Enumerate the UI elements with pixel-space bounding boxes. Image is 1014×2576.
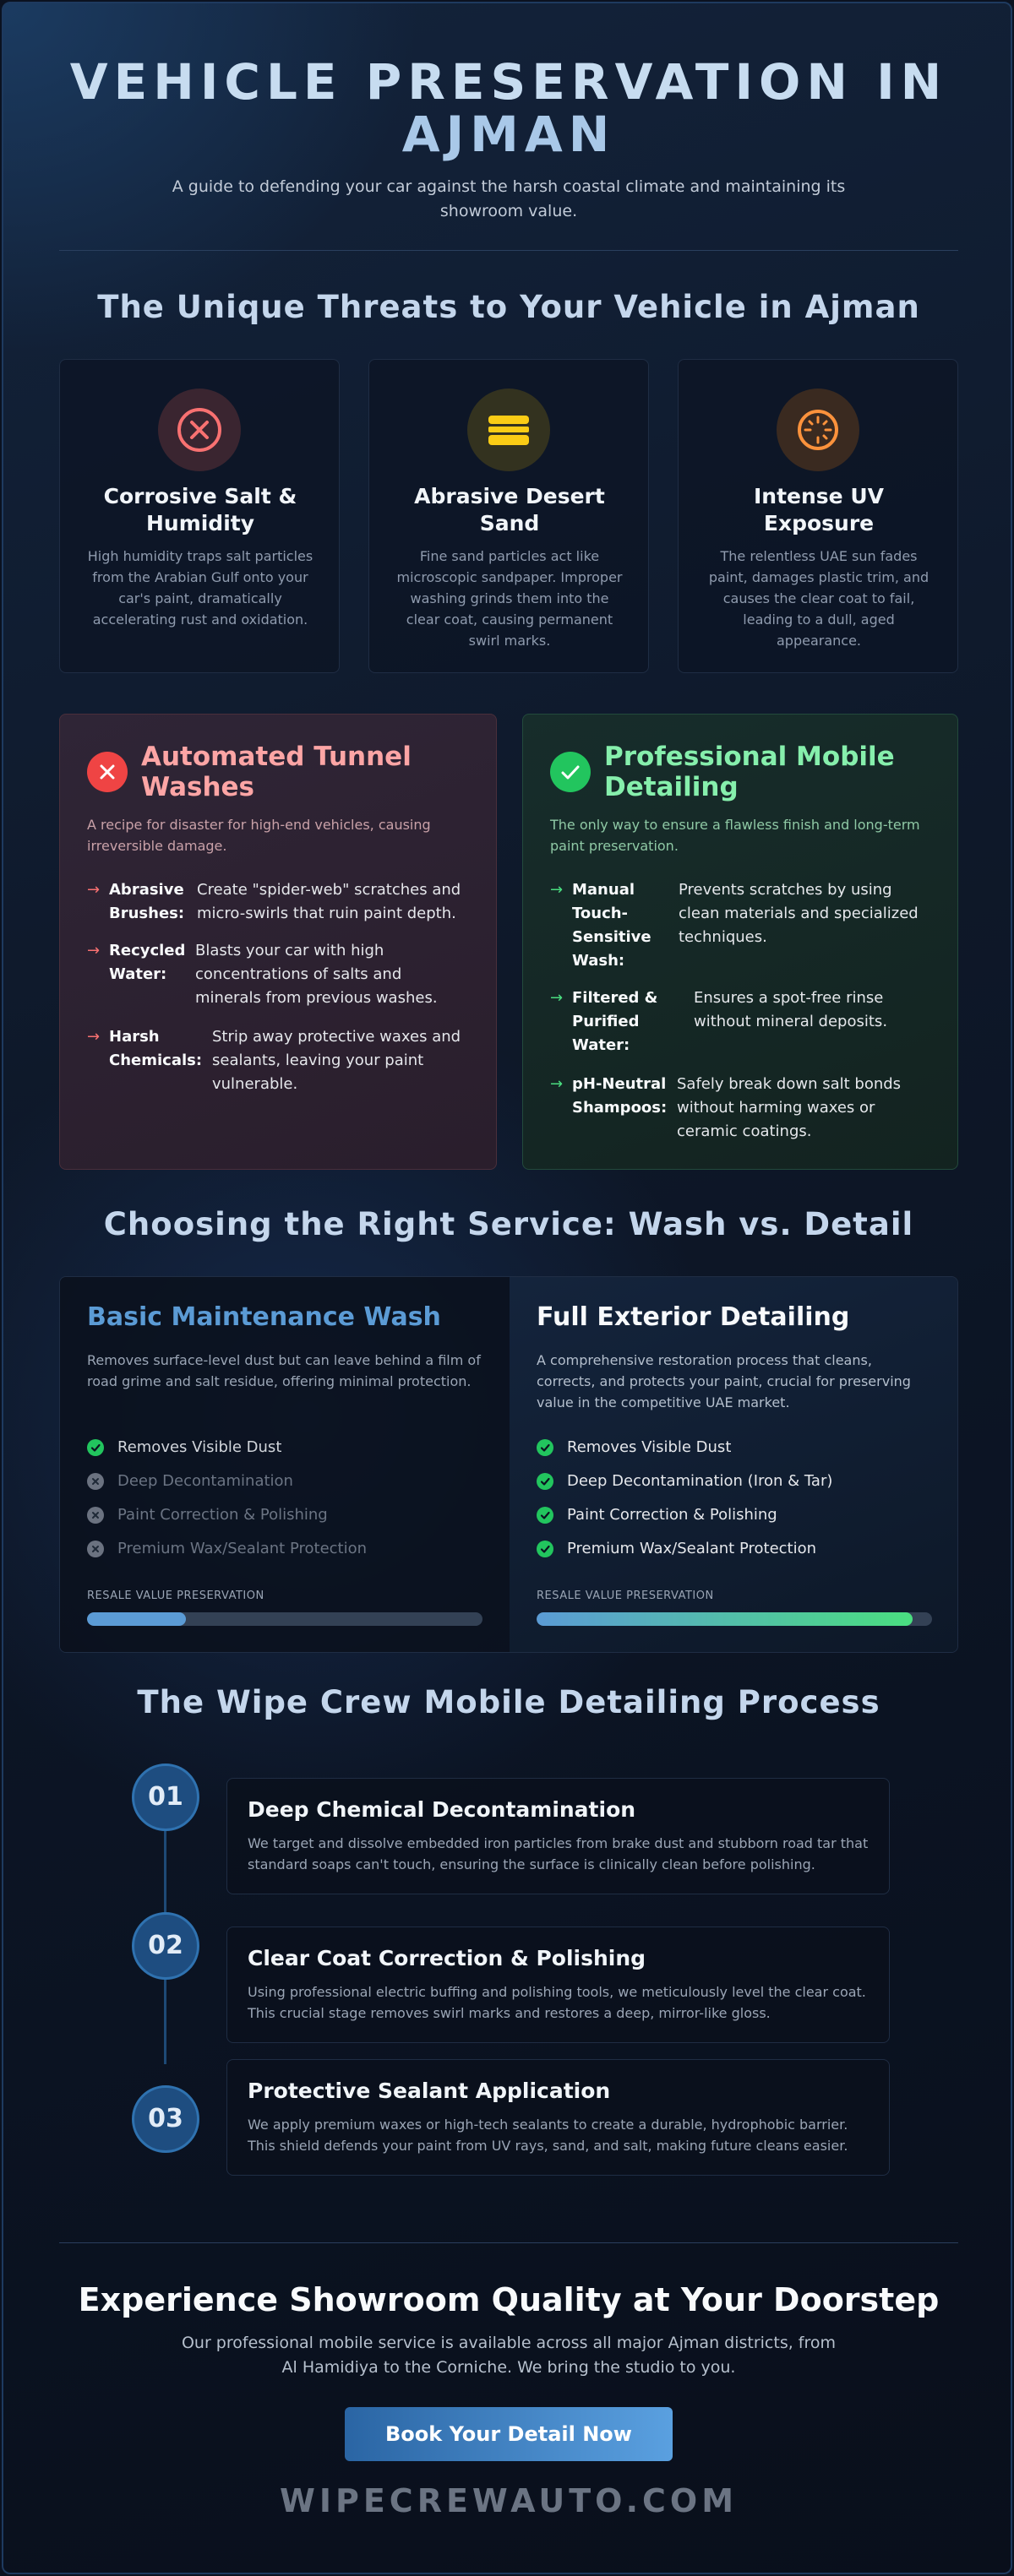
resale-bar-basic (87, 1612, 482, 1626)
cross-icon (87, 1473, 104, 1490)
basic-wash-desc: Removes surface-level dust but can leave… (87, 1352, 481, 1389)
services-heading: Choosing the Right Service: Wash vs. Det… (103, 1206, 914, 1242)
step-number: 01 (132, 1764, 199, 1831)
threat-card-sand: Abrasive Desert Sand Fine sand particles… (368, 359, 649, 673)
list-item: → Abrasive Brushes: Create "spider-web" … (87, 878, 476, 929)
process-heading: The Wipe Crew Mobile Detailing Process (137, 1684, 880, 1720)
check-icon (537, 1541, 553, 1557)
arrow-right-icon: → (87, 881, 101, 899)
website-domain: WIPECREWAUTO.COM (279, 2482, 739, 2519)
feature-text: Removes Visible Dust (117, 1438, 282, 1456)
step-number: 02 (132, 1912, 199, 1980)
tunnel-wash-panel: Automated Tunnel Washes A recipe for dis… (59, 714, 497, 1170)
threat-card-salt: Corrosive Salt & Humidity High humidity … (59, 359, 340, 673)
feature-text: Deep Decontamination (Iron & Tar) (567, 1472, 833, 1490)
list-item: → Filtered & Purified Water: Ensures a s… (550, 986, 939, 1062)
threat-title: Intense UV Exposure (754, 484, 884, 535)
page-title: VEHICLE PRESERVATION IN AJMAN (3, 53, 1011, 163)
sand-layers-icon (467, 389, 550, 471)
step-text: We apply premium waxes or high-tech seal… (248, 2117, 848, 2154)
threat-title: Corrosive Salt & Humidity (103, 484, 297, 535)
threats-heading: The Unique Threats to Your Vehicle in Aj… (97, 289, 920, 325)
arrow-right-icon: → (550, 881, 564, 899)
title-line-1: VEHICLE PRESERVATION IN (69, 53, 948, 111)
mobile-detailing-panel: Professional Mobile Detailing The only w… (522, 714, 958, 1170)
bar-fill (87, 1612, 186, 1626)
bar-label: RESALE VALUE PRESERVATION (537, 1590, 714, 1602)
check-icon (537, 1473, 553, 1490)
mobile-detailing-title: Professional Mobile Detailing (604, 742, 895, 802)
threat-title: Abrasive Desert Sand (414, 484, 605, 535)
feature-text: Removes Visible Dust (567, 1438, 732, 1456)
threat-text: The relentless UAE sun fades paint, dama… (708, 548, 930, 649)
step-number: 03 (132, 2085, 199, 2153)
cross-icon (87, 1507, 104, 1524)
list-item: → Recycled Water: Blasts your car with h… (87, 939, 476, 1015)
list-item: → Manual Touch-Sensitive Wash: Prevents … (550, 878, 939, 976)
feature-text: Paint Correction & Polishing (117, 1506, 328, 1524)
arrow-right-icon: → (550, 989, 564, 1007)
full-detail-column: Full Exterior Detailing A comprehensive … (510, 1277, 957, 1652)
mobile-detailing-lead: The only way to ensure a flawless finish… (550, 817, 920, 854)
cta-title: Experience Showroom Quality at Your Door… (78, 2281, 940, 2318)
list-item: → pH-Neutral Shampoos: Safely break down… (550, 1073, 939, 1149)
process-step: Deep Chemical Decontamination We target … (226, 1778, 890, 1894)
step-text: We target and dissolve embedded iron par… (248, 1835, 869, 1872)
cross-icon (87, 1541, 104, 1557)
cta-text: Our professional mobile service is avail… (181, 2334, 837, 2377)
feature-text: Premium Wax/Sealant Protection (567, 1540, 817, 1557)
close-icon (87, 752, 128, 792)
page-subtitle: A guide to defending your car against th… (172, 177, 846, 220)
sun-icon (777, 389, 859, 471)
step-text: Using professional electric buffing and … (248, 1984, 866, 2021)
resale-bar-full (537, 1612, 932, 1626)
check-icon (550, 752, 591, 792)
feature-text: Deep Decontamination (117, 1472, 293, 1490)
check-icon (537, 1507, 553, 1524)
full-detail-title: Full Exterior Detailing (537, 1302, 850, 1332)
check-icon (537, 1439, 553, 1456)
divider (59, 2242, 958, 2243)
step-title: Protective Sealant Application (248, 2079, 611, 2103)
step-title: Clear Coat Correction & Polishing (248, 1946, 646, 1970)
arrow-right-icon: → (87, 1028, 101, 1046)
arrow-right-icon: → (87, 942, 101, 959)
service-comparison: Basic Maintenance Wash Removes surface-l… (59, 1276, 958, 1653)
bar-fill (537, 1612, 913, 1626)
feature-text: Premium Wax/Sealant Protection (117, 1540, 368, 1557)
full-detail-desc: A comprehensive restoration process that… (537, 1352, 911, 1410)
close-circle-icon (158, 389, 241, 471)
threat-text: High humidity traps salt particles from … (87, 548, 313, 628)
list-item: → Harsh Chemicals: Strip away protective… (87, 1025, 476, 1101)
bar-label: RESALE VALUE PRESERVATION (87, 1590, 264, 1602)
book-detail-button[interactable]: Book Your Detail Now (345, 2407, 673, 2461)
threat-card-uv: Intense UV Exposure The relentless UAE s… (678, 359, 958, 673)
feature-text: Paint Correction & Polishing (567, 1506, 777, 1524)
process-step: Clear Coat Correction & Polishing Using … (226, 1927, 890, 2043)
divider (59, 250, 958, 251)
title-line-2: AJMAN (401, 106, 616, 163)
arrow-right-icon: → (550, 1075, 564, 1093)
step-title: Deep Chemical Decontamination (248, 1797, 636, 1822)
check-icon (87, 1439, 104, 1456)
tunnel-wash-lead: A recipe for disaster for high-end vehic… (87, 817, 431, 854)
threat-text: Fine sand particles act like microscopic… (396, 548, 623, 649)
process-step: Protective Sealant Application We apply … (226, 2059, 890, 2176)
basic-wash-column: Basic Maintenance Wash Removes surface-l… (60, 1277, 510, 1652)
basic-wash-title: Basic Maintenance Wash (87, 1302, 441, 1332)
tunnel-wash-title: Automated Tunnel Washes (141, 742, 412, 802)
